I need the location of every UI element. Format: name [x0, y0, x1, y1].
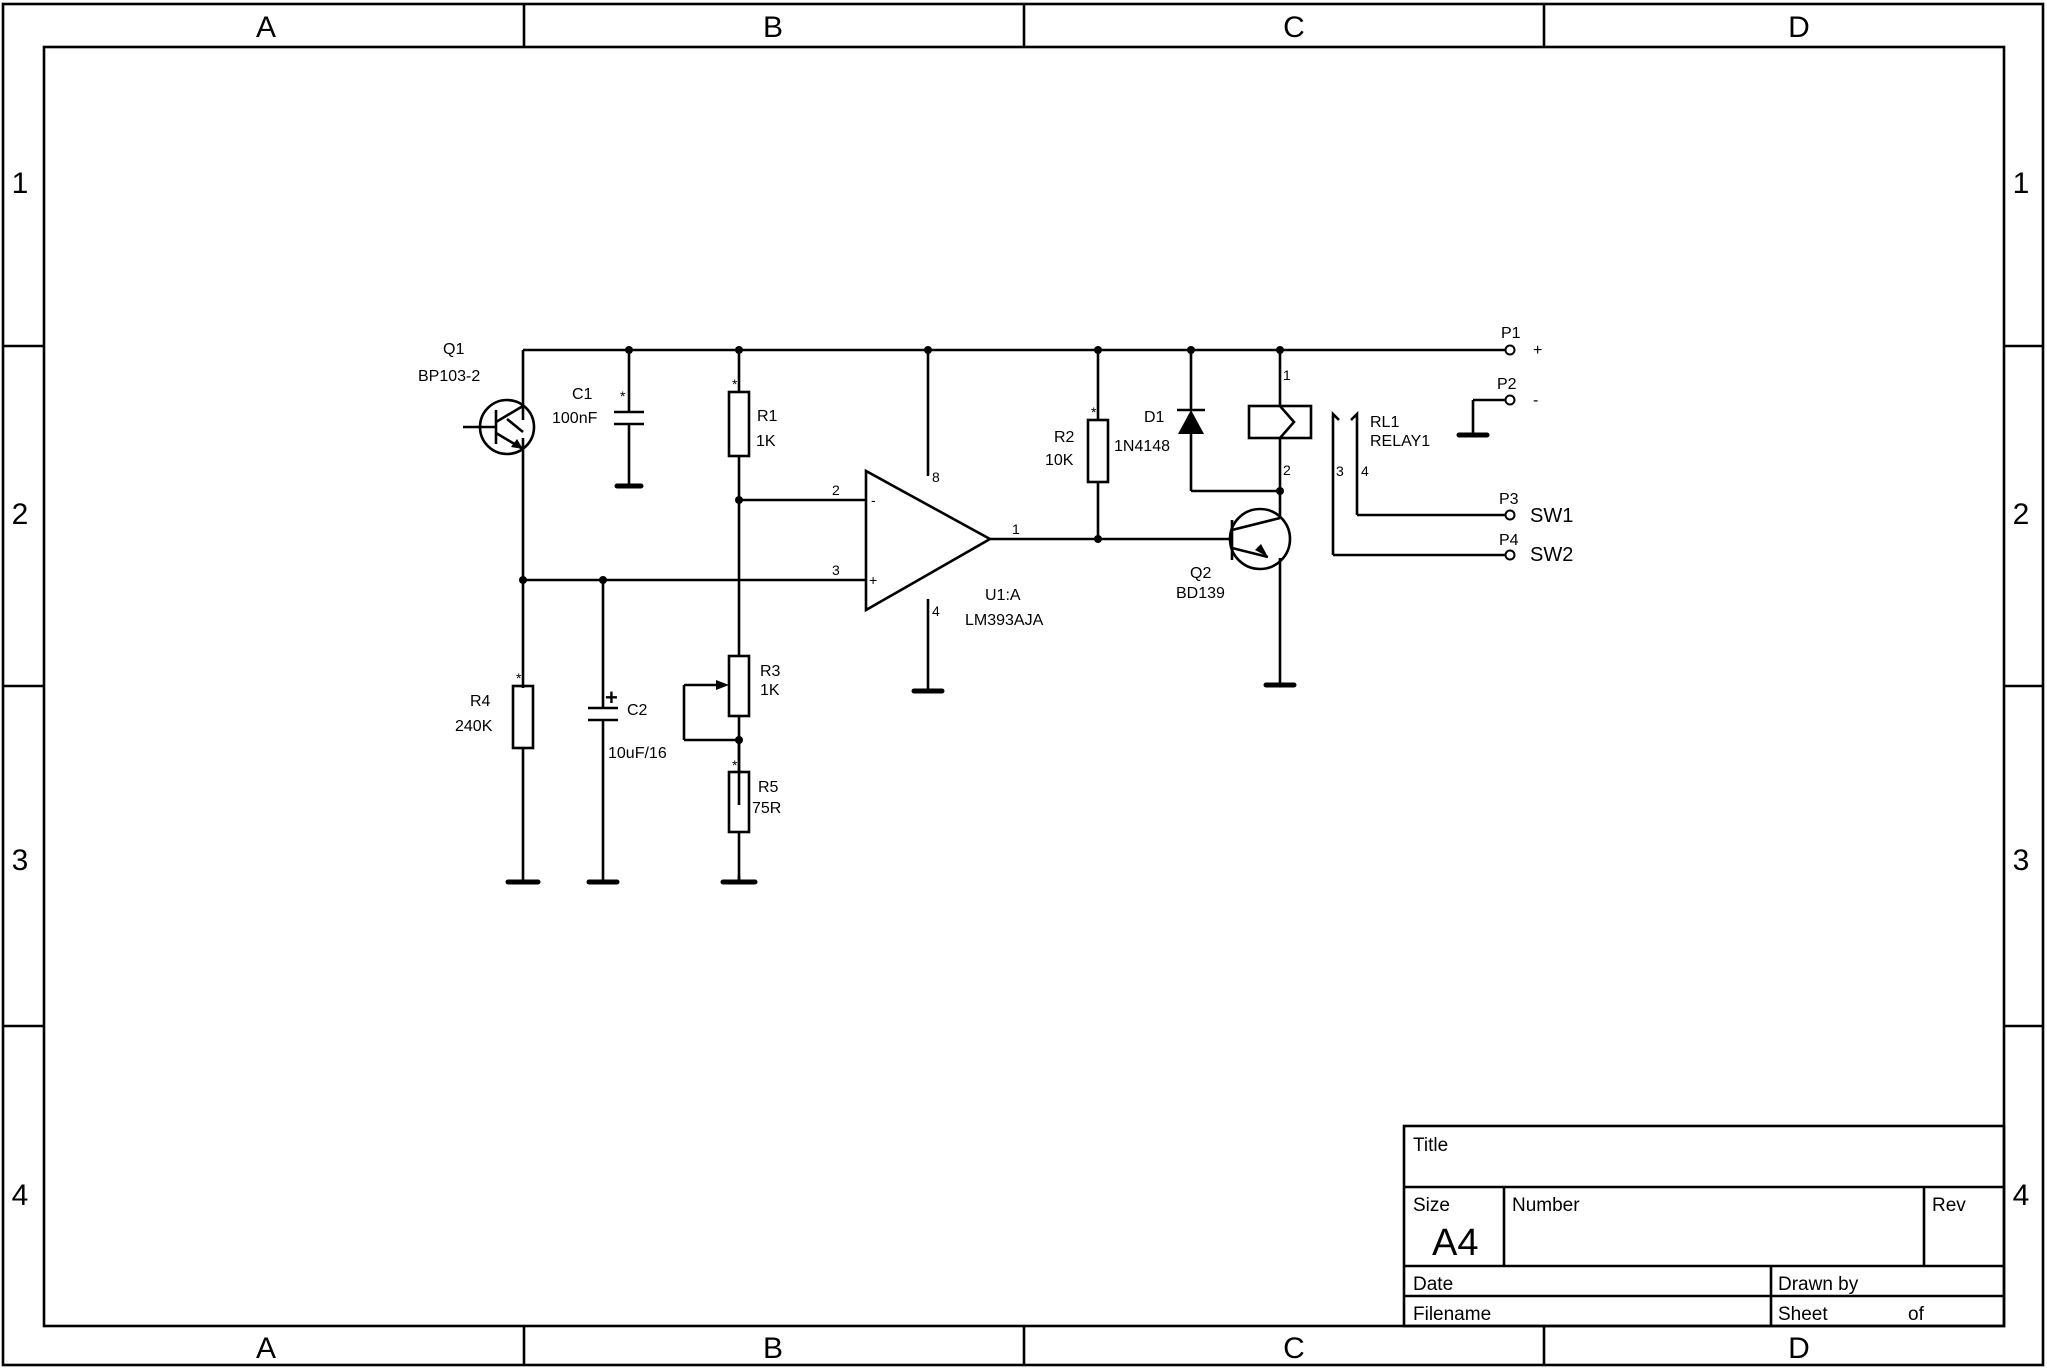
c1-ref: C1	[572, 386, 593, 403]
r4-value: 240K	[455, 718, 493, 735]
d1-value: 1N4148	[1114, 438, 1170, 455]
r3-potentiometer: R3 1K	[716, 654, 781, 718]
u1-pin-inv: 2	[832, 482, 840, 498]
p3-ref: P3	[1499, 491, 1519, 508]
column-label-b-bottom: B	[763, 1332, 783, 1365]
rl1-relay: 1 2 3 4 RL1 RELAY1	[1247, 367, 1430, 479]
filename-label: Filename	[1413, 1304, 1491, 1325]
wires	[506, 348, 1506, 880]
r1-ref: R1	[757, 408, 778, 425]
r2-resistor: * R2 10K	[1045, 404, 1110, 484]
r3-ref: R3	[760, 663, 781, 680]
title-block: Title Size A4 Number Rev Date Drawn by F…	[1402, 1124, 2006, 1328]
p2-ref: P2	[1497, 376, 1517, 393]
r5-resistor: * R5 75R	[727, 740, 781, 880]
row-label-4-right: 4	[2013, 1179, 2030, 1212]
d1-diode: D1 1N4148	[1114, 408, 1205, 455]
r5-value: 75R	[752, 800, 781, 817]
column-label-c-bottom: C	[1283, 1332, 1305, 1365]
column-label-c-top: C	[1283, 11, 1305, 44]
u1-pin-noninv: 3	[832, 562, 840, 578]
row-label-4-left: 4	[12, 1179, 29, 1212]
q2-transistor: Q2 BD139	[1176, 507, 1292, 602]
c1-pin-marker: *	[620, 388, 626, 404]
r5-ref: R5	[758, 779, 779, 796]
drawn-by-label: Drawn by	[1778, 1274, 1859, 1295]
r4-resistor: * R4 240K	[455, 670, 535, 750]
rl1-pin-3: 3	[1336, 463, 1344, 479]
u1-minus-sign: -	[871, 492, 876, 508]
row-label-2-left: 2	[12, 498, 29, 531]
u1-comparator: 2 3 - + 8 4 1 U1:A LM393AJA	[832, 468, 1044, 629]
c1-value: 100nF	[552, 410, 598, 427]
r2-pin-marker: *	[1091, 404, 1097, 420]
p4-ref: P4	[1499, 532, 1519, 549]
d1-ref: D1	[1144, 409, 1165, 426]
rev-label: Rev	[1932, 1195, 1966, 1216]
u1-pin-vcc: 8	[932, 469, 940, 485]
u1-value: LM393AJA	[965, 612, 1044, 629]
c2-polarity-mark: +	[605, 685, 618, 710]
rl1-value: RELAY1	[1370, 433, 1430, 450]
column-label-a-top: A	[256, 11, 276, 44]
size-label: Size	[1413, 1195, 1450, 1216]
ground-symbols	[505, 432, 1490, 885]
p3-label: SW1	[1530, 505, 1573, 527]
p1-ref: P1	[1501, 325, 1521, 342]
u1-ref: U1:A	[985, 587, 1021, 604]
row-label-3-right: 3	[2013, 844, 2030, 877]
junction-dots	[519, 346, 1284, 744]
u1-pin-out: 1	[1012, 521, 1020, 537]
q1-phototransistor: Q1 BP103-2	[418, 341, 536, 456]
of-label: of	[1908, 1304, 1925, 1325]
r5-pin-marker: *	[732, 757, 738, 773]
p4-label: SW2	[1530, 544, 1573, 566]
rl1-pin-4: 4	[1361, 463, 1369, 479]
r1-value: 1K	[756, 433, 776, 450]
date-label: Date	[1413, 1274, 1453, 1295]
c2-value: 10uF/16	[608, 745, 667, 762]
column-label-b-top: B	[763, 11, 783, 44]
r1-resistor: * R1 1K	[727, 376, 778, 458]
r2-value: 10K	[1045, 452, 1074, 469]
column-label-d-bottom: D	[1788, 1332, 1810, 1365]
c2-capacitor: + C2 10uF/16	[588, 685, 667, 762]
row-label-1-right: 1	[2013, 167, 2030, 200]
row-label-2-right: 2	[2013, 498, 2030, 531]
q1-ref: Q1	[443, 341, 464, 358]
q1-value: BP103-2	[418, 368, 480, 385]
sheet-label: Sheet	[1778, 1304, 1828, 1325]
r4-pin-marker: *	[516, 670, 522, 686]
rl1-pin-2: 2	[1283, 462, 1291, 478]
r1-pin-marker: *	[732, 376, 738, 392]
row-label-1-left: 1	[12, 167, 29, 200]
r2-ref: R2	[1054, 429, 1075, 446]
c2-ref: C2	[627, 702, 648, 719]
u1-pin-gnd: 4	[932, 603, 940, 619]
q2-ref: Q2	[1190, 565, 1211, 582]
r3-value: 1K	[760, 682, 780, 699]
title-label: Title	[1413, 1135, 1448, 1156]
size-value: A4	[1432, 1222, 1478, 1264]
rl1-ref: RL1	[1370, 414, 1399, 431]
r4-ref: R4	[470, 693, 491, 710]
q2-value: BD139	[1176, 585, 1225, 602]
c1-capacitor: * C1 100nF	[552, 386, 644, 427]
p1-label: +	[1533, 342, 1542, 359]
column-label-d-top: D	[1788, 11, 1810, 44]
p2-label: -	[1533, 392, 1538, 409]
zone-labels: A B C D A B C D 1 2 3 4 1 2 3 4	[12, 11, 2030, 1365]
row-label-3-left: 3	[12, 844, 29, 877]
rl1-pin-1: 1	[1283, 367, 1291, 383]
u1-plus-sign: +	[869, 572, 877, 588]
column-label-a-bottom: A	[256, 1332, 276, 1365]
number-label: Number	[1512, 1195, 1580, 1216]
connector-ports: P1 + P2 - P3 SW1 P4 SW2	[1497, 325, 1573, 566]
